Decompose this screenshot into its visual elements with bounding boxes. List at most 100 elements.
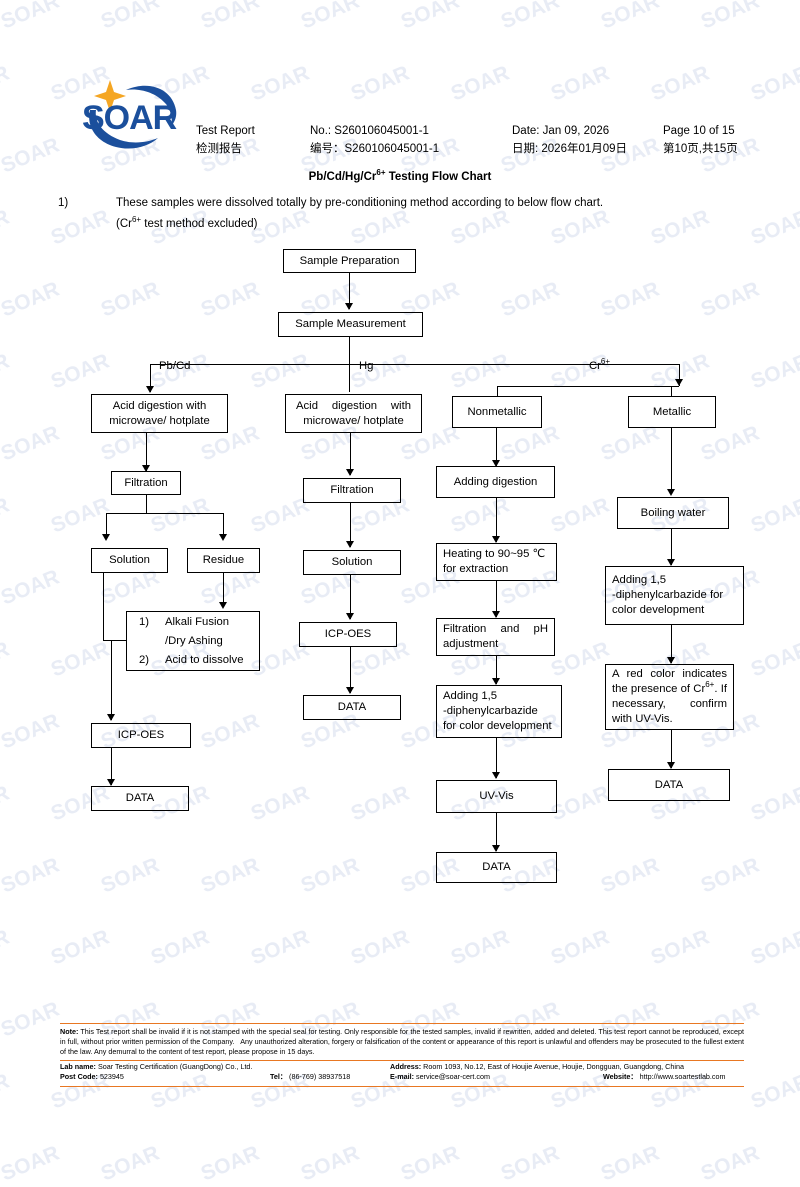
address-row: Address: Room 1093, No.12, East of Houji…	[390, 1062, 684, 1072]
email-value: service@soar-cert.com	[415, 1071, 490, 1081]
node-sample-measurement-label: Sample Measurement	[295, 318, 406, 330]
note-number: 1)	[58, 197, 69, 209]
intro-note: 1) These samples were dissolved totally …	[58, 193, 758, 235]
email-row: E-mail: service@soar-cert.com	[390, 1072, 490, 1082]
node-metallic-label: Metallic	[652, 405, 692, 418]
svg-text:SOAR: SOAR	[82, 99, 177, 137]
node-heating-extraction: Heating to 90~95 ℃ for extraction	[436, 543, 557, 581]
node-sample-measurement: Sample Measurement	[278, 312, 423, 337]
red-note-line-1: A red color indicates	[612, 668, 727, 680]
lab-name-label: Lab name:	[60, 1061, 96, 1071]
report-number-en: No.: S260106045001-1	[310, 125, 429, 137]
alkali-step-1-text: Alkali Fusion	[165, 615, 230, 628]
node-filtration-ph: Filtration and pH adjustment	[436, 618, 555, 656]
dpc4-line-1: Adding 1,5	[612, 574, 667, 586]
edge-label-hg: Hg	[359, 360, 374, 372]
node-sample-preparation: Sample Preparation	[283, 249, 416, 273]
footer-contact: Lab name: Soar Testing Certification (Gu…	[60, 1061, 744, 1086]
node-data-hg-label: DATA	[337, 701, 367, 713]
node-red-color-note: A red color indicates the presence of Cr…	[605, 664, 734, 730]
watermark-text: SOAR	[497, 1141, 563, 1186]
watermark-text: SOAR	[397, 1141, 463, 1186]
dpc4-line-3: color development	[612, 604, 705, 616]
node-boiling-water: Boiling water	[617, 497, 729, 529]
node-filtration-ph-line-1: Filtration and pH	[443, 623, 548, 635]
node-nonmetallic: Nonmetallic	[452, 396, 542, 428]
node-filtration-hg: Filtration	[303, 478, 401, 503]
report-page-block: Page 10 of 15 第10页,共15页	[663, 122, 738, 158]
lab-name-value: Soar Testing Certification (GuangDong) C…	[97, 1061, 253, 1071]
alkali-step-1-number: 1)	[139, 615, 150, 628]
footer-note-text: This Test report shall be invalid if it …	[60, 1027, 744, 1057]
watermark-text: SOAR	[297, 1141, 363, 1186]
node-heating-line-2: for extraction	[443, 563, 509, 575]
address-label: Address:	[390, 1061, 422, 1071]
report-footer: Note: This Test report shall be invalid …	[60, 1023, 744, 1087]
node-solution-pbcd-label: Solution	[109, 554, 150, 566]
node-uv-vis: UV-Vis	[436, 780, 557, 813]
node-metallic: Metallic	[628, 396, 716, 428]
dpc3-line-1: Adding 1,5	[443, 690, 498, 702]
node-filtration-pbcd-label: Filtration	[124, 476, 168, 489]
tel-label: Tel：	[270, 1071, 288, 1081]
website-label: Website：	[603, 1071, 638, 1081]
report-number-block: No.: S260106045001-1 编号：S260106045001-1	[310, 122, 439, 158]
node-filtration-pbcd: Filtration	[111, 471, 181, 495]
watermark-text: SOAR	[197, 1141, 263, 1186]
report-header: SOAR Test Report 检测报告 No.: S260106045001…	[0, 0, 800, 175]
report-date-block: Date: Jan 09, 2026 日期: 2026年01月09日	[512, 122, 627, 158]
node-acid-digestion-pbcd: Acid digestion with microwave/ hotplate	[91, 394, 228, 433]
node-alkali-fusion: 1) Alkali Fusion /Dry Ashing 2) Acid to …	[126, 611, 260, 671]
node-residue-pbcd-label: Residue	[202, 554, 245, 566]
dpc3-line-3: for color development	[443, 720, 552, 732]
note-line-2: (Cr6+ test method excluded)	[116, 215, 258, 230]
soar-logo: SOAR	[76, 76, 194, 156]
red-note-line-2: the presence of Cr6+. If	[612, 680, 727, 695]
testing-flow-chart: Sample Preparation Sample Measurement Pb…	[91, 249, 744, 883]
footer-disclaimer: Note: This Test report shall be invalid …	[60, 1024, 744, 1060]
node-icp-oes-hg: ICP-OES	[299, 622, 397, 647]
node-icp-oes-hg-label: ICP-OES	[324, 628, 372, 640]
report-label-cn: 检测报告	[196, 143, 242, 155]
node-solution-hg: Solution	[303, 550, 401, 575]
red-note-line-4: with UV-Vis.	[612, 713, 673, 725]
node-data-metallic: DATA	[608, 769, 730, 801]
website-row: Website： http://www.soartestlab.com	[603, 1072, 726, 1082]
node-acid-digestion-pbcd-label: Acid digestion with microwave/ hotplate	[109, 399, 210, 427]
tel-row: Tel： (86-769) 38937518	[270, 1072, 350, 1082]
edge-label-cr6: Cr6+	[589, 357, 611, 372]
node-adding-dpc-metallic: Adding 1,5 -diphenylcarbazide for color …	[605, 566, 744, 625]
node-data-nonmetallic: DATA	[436, 852, 557, 883]
dpc4-line-2: -diphenylcarbazide for	[612, 589, 724, 601]
report-number-cn: 编号：S260106045001-1	[310, 143, 440, 155]
node-data-pbcd: DATA	[91, 786, 189, 811]
post-code-value: 523945	[99, 1071, 124, 1081]
node-residue-pbcd: Residue	[187, 548, 260, 573]
note-line-1: These samples were dissolved totally by …	[116, 197, 604, 209]
tel-value: (86-769) 38937518	[289, 1071, 351, 1081]
footer-note-label: Note:	[60, 1027, 79, 1036]
node-heating-line-1: Heating to 90~95 ℃	[443, 548, 546, 560]
node-solution-pbcd: Solution	[91, 548, 168, 573]
node-adding-dpc-nonmetallic: Adding 1,5 -diphenylcarbazide for color …	[436, 685, 562, 738]
alkali-step-2-text: Acid to dissolve	[165, 653, 244, 666]
alkali-step-2-number: 2)	[139, 653, 150, 666]
watermark-text: SOAR	[597, 1141, 663, 1186]
footer-rule-top	[60, 1023, 744, 1024]
node-data-pbcd-label: DATA	[125, 792, 155, 804]
node-data-metallic-label: DATA	[654, 778, 684, 791]
email-label: E-mail:	[390, 1071, 414, 1081]
node-sample-preparation-label: Sample Preparation	[299, 254, 400, 267]
document-page: SOAR Test Report 检测报告 No.: S260106045001…	[0, 0, 800, 1087]
footer-rule-bottom	[60, 1085, 744, 1087]
node-data-hg: DATA	[303, 695, 401, 720]
page-title: Pb/Cd/Hg/Cr6+ Testing Flow Chart	[308, 168, 492, 183]
node-boiling-water-label: Boiling water	[640, 506, 706, 519]
footer-rule-mid	[60, 1059, 744, 1061]
node-icp-oes-pbcd-label: ICP-OES	[117, 729, 165, 741]
watermark-text: SOAR	[0, 1141, 63, 1186]
node-filtration-hg-label: Filtration	[330, 484, 374, 496]
node-icp-oes-pbcd: ICP-OES	[91, 723, 191, 748]
report-page-cn: 第10页,共15页	[663, 143, 738, 155]
website-value: http://www.soartestlab.com	[639, 1071, 726, 1081]
